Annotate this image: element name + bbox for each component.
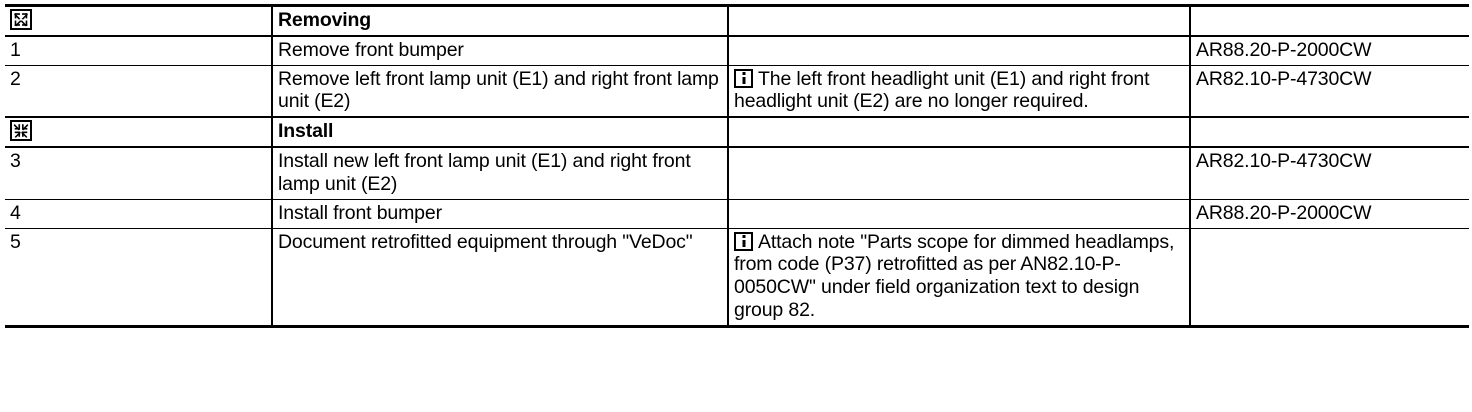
step-number: 3 — [5, 147, 273, 200]
info-icon — [734, 68, 753, 88]
table-row-section-removing: Removing — [5, 5, 1469, 37]
step-operation: Document retrofitted equipment through "… — [272, 228, 729, 327]
step-number: 5 — [5, 228, 273, 327]
step-operation: Install new left front lamp unit (E1) an… — [272, 147, 729, 200]
section-title-cell: Install — [272, 116, 729, 149]
step-reference: AR88.20-P-2000CW — [1190, 199, 1469, 229]
table-row: 3 Install new left front lamp unit (E1) … — [5, 147, 1469, 200]
step-reference: AR88.20-P-2000CW — [1190, 35, 1469, 66]
step-number: 2 — [5, 65, 273, 118]
procedure-table: Removing 1 Remove front bumper AR88.20-P… — [5, 4, 1469, 328]
step-note — [728, 199, 1191, 229]
table-row: 1 Remove front bumper AR88.20-P-2000CW — [5, 35, 1469, 66]
step-operation: Install front bumper — [272, 199, 729, 229]
info-icon — [734, 231, 753, 251]
step-reference: AR82.10-P-4730CW — [1190, 65, 1469, 118]
section-title: Install — [278, 120, 334, 143]
table-row: 5 Document retrofitted equipment through… — [5, 228, 1469, 327]
table-row: 2 Remove left front lamp unit (E1) and r… — [5, 65, 1469, 118]
arrows-out-icon — [10, 9, 32, 30]
table-row-section-install: Install — [5, 116, 1469, 149]
step-note — [728, 147, 1191, 200]
section-reference-cell — [1190, 5, 1469, 37]
section-note-cell — [728, 5, 1191, 37]
section-note-cell — [728, 116, 1191, 149]
step-number: 4 — [5, 199, 273, 229]
step-note-text: The left front headlight unit (E1) and r… — [734, 67, 1150, 113]
step-operation: Remove front bumper — [272, 35, 729, 66]
table-row: 4 Install front bumper AR88.20-P-2000CW — [5, 199, 1469, 229]
section-icon-cell — [5, 116, 273, 149]
step-note: The left front headlight unit (E1) and r… — [728, 65, 1191, 118]
section-title-cell: Removing — [272, 5, 729, 37]
section-icon-cell — [5, 5, 273, 37]
arrows-in-icon — [10, 120, 32, 142]
section-reference-cell — [1190, 116, 1469, 149]
step-note — [728, 35, 1191, 66]
step-reference: AR82.10-P-4730CW — [1190, 147, 1469, 200]
step-number: 1 — [5, 35, 273, 66]
step-note-text: Attach note "Parts scope for dimmed head… — [734, 230, 1175, 321]
section-title: Removing — [278, 9, 372, 31]
step-note: Attach note "Parts scope for dimmed head… — [728, 228, 1191, 327]
step-reference — [1190, 228, 1469, 326]
step-operation: Remove left front lamp unit (E1) and rig… — [272, 65, 729, 118]
